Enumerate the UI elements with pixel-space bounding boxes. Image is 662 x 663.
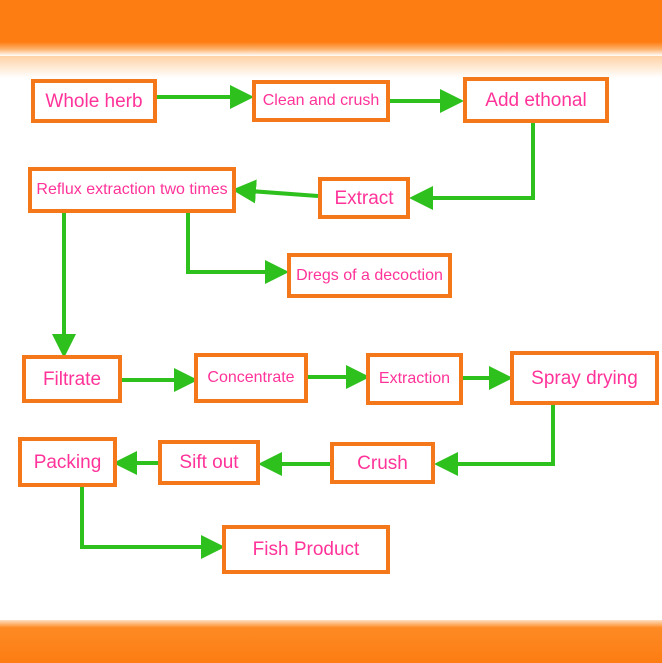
node-label: Dregs of a decoction bbox=[296, 266, 443, 284]
node-reflux: Reflux extraction two times bbox=[28, 167, 236, 213]
node-label: Filtrate bbox=[42, 368, 102, 390]
node-spray-drying: Spray drying bbox=[510, 351, 659, 405]
node-label: Crush bbox=[357, 452, 408, 474]
node-label: Clean and crush bbox=[262, 92, 380, 109]
arrow-reflux-to-dregs bbox=[186, 213, 289, 284]
node-label: Reflux extraction two times bbox=[36, 181, 228, 198]
node-fish-product: Fish Product bbox=[222, 525, 390, 574]
node-sift-out: Sift out bbox=[158, 440, 260, 485]
arrow-ethonal-to-extract bbox=[409, 123, 535, 210]
node-extract: Extract bbox=[318, 177, 410, 219]
node-concentrate: Concentrate bbox=[194, 353, 308, 403]
bottom-band bbox=[0, 620, 662, 663]
node-label: Fish Product bbox=[252, 539, 360, 560]
arrow-spray-to-crush bbox=[434, 405, 555, 476]
node-label: Extraction bbox=[378, 370, 451, 387]
node-label: Extract bbox=[334, 187, 394, 209]
arrow-packing-to-fish bbox=[80, 487, 225, 559]
node-filtrate: Filtrate bbox=[22, 355, 122, 403]
top-band-fade bbox=[0, 56, 662, 78]
node-label: Add ethonal bbox=[485, 89, 587, 111]
node-label: Whole herb bbox=[45, 90, 143, 112]
node-add-ethonal: Add ethonal bbox=[463, 77, 609, 123]
node-packing: Packing bbox=[18, 437, 117, 487]
arrow-extract-to-reflux bbox=[232, 179, 319, 204]
node-whole-herb: Whole herb bbox=[31, 79, 157, 123]
node-extraction: Extraction bbox=[366, 353, 463, 405]
node-label: Packing bbox=[33, 451, 102, 473]
node-clean-crush: Clean and crush bbox=[252, 80, 390, 122]
node-crush: Crush bbox=[330, 442, 435, 484]
node-label: Concentrate bbox=[207, 369, 295, 386]
node-dregs: Dregs of a decoction bbox=[287, 253, 452, 298]
top-band bbox=[0, 0, 662, 56]
node-label: Spray drying bbox=[531, 367, 638, 389]
node-label: Sift out bbox=[179, 452, 239, 473]
